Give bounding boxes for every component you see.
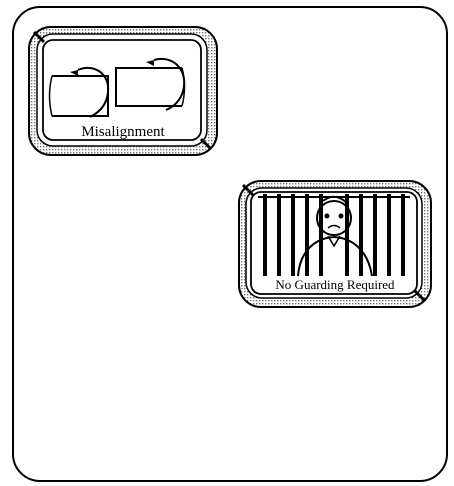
misalignment-button[interactable]: Misalignment <box>28 26 218 156</box>
no-guarding-required-button[interactable]: No Guarding Required <box>238 180 432 308</box>
misaligned-shafts-icon <box>48 57 186 118</box>
misalignment-label: Misalignment <box>81 124 165 140</box>
no-guarding-required-label: No Guarding Required <box>275 277 395 292</box>
caged-person-icon <box>258 194 410 277</box>
